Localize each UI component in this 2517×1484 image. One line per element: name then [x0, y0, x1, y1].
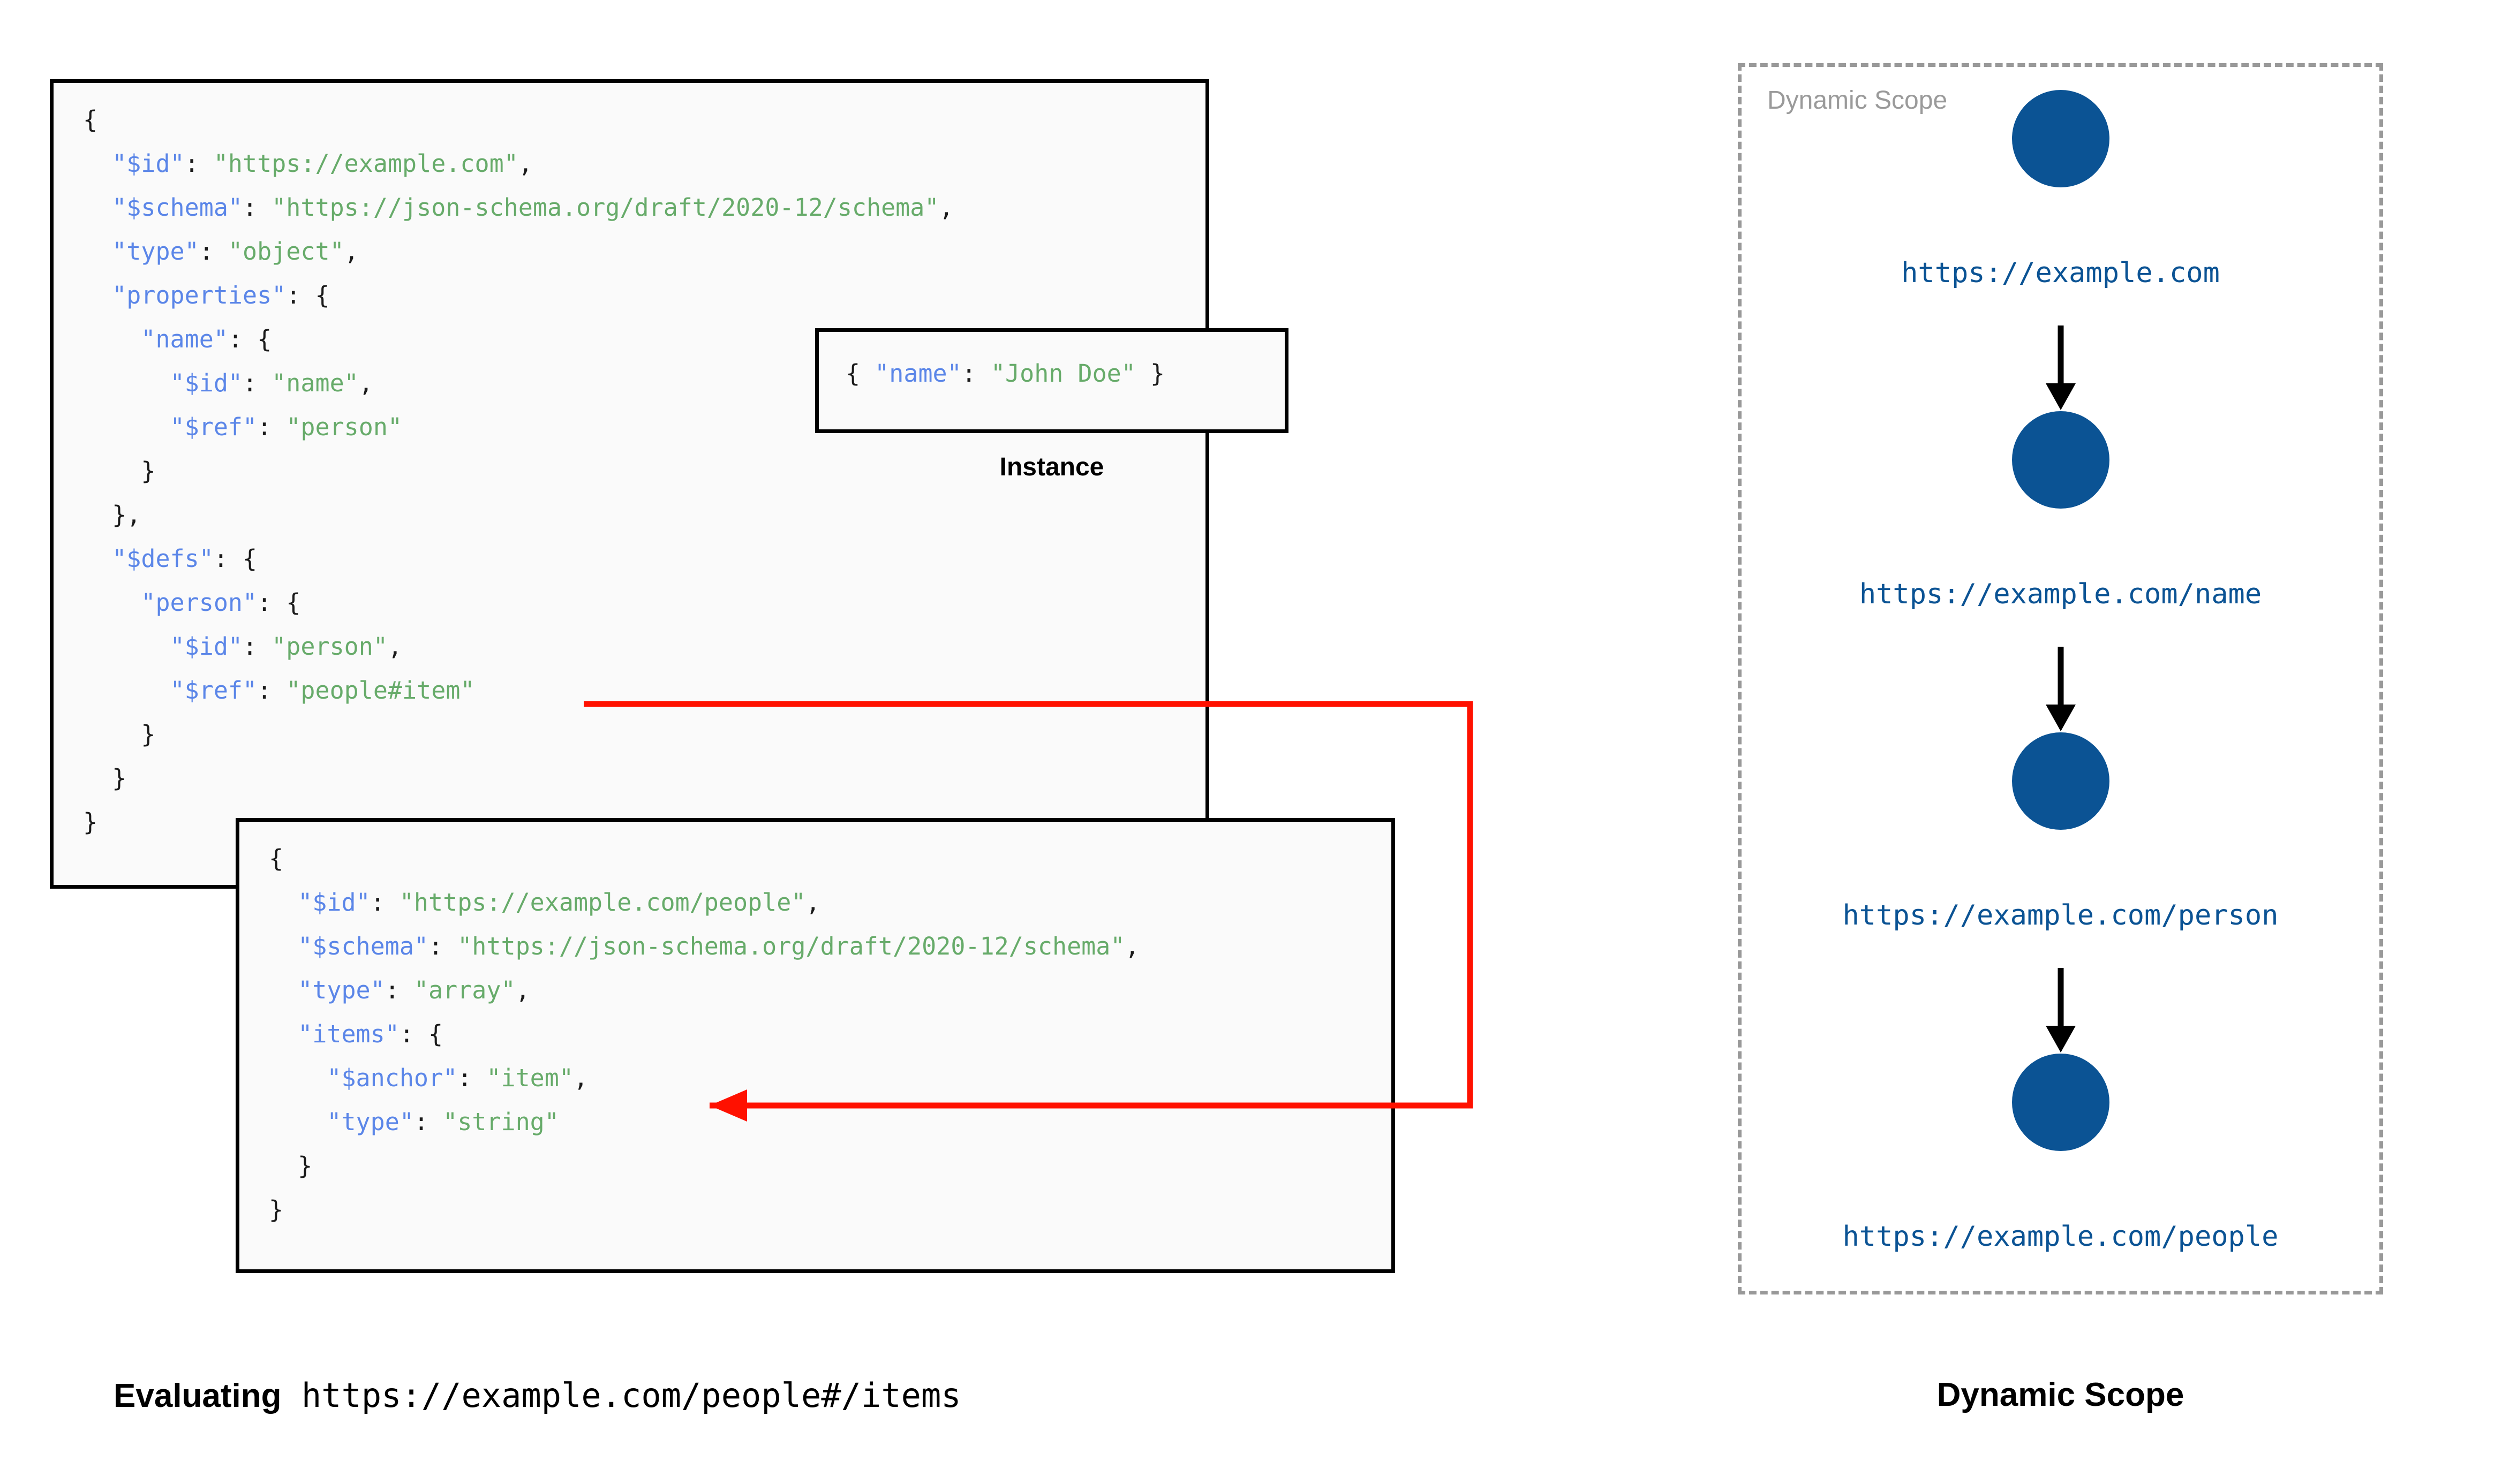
scope-node-circle-3 [2012, 732, 2109, 830]
root-schema-code: { "$id": "https://example.com", "$schema… [83, 105, 954, 836]
people-schema-box: { "$id": "https://example.com/people", "… [236, 818, 1395, 1273]
scope-node-circle-1 [2012, 90, 2109, 187]
evaluating-caption-bold: Evaluating [114, 1377, 282, 1414]
instance-code: { "name": "John Doe" } [846, 359, 1165, 388]
dynamic-scope-title: Dynamic Scope [1767, 86, 1948, 115]
people-schema-code: { "$id": "https://example.com/people", "… [269, 844, 1140, 1224]
instance-caption: Instance [999, 453, 1104, 481]
scope-node-label-1: https://example.com [1901, 257, 2220, 289]
scope-node-label-4: https://example.com/people [1842, 1221, 2279, 1253]
instance-box: { "name": "John Doe" } [815, 328, 1288, 433]
dynamic-scope-panel [1738, 63, 2383, 1294]
scope-node-label-3: https://example.com/person [1842, 899, 2279, 932]
scope-node-circle-4 [2012, 1054, 2109, 1151]
dynamic-scope-caption: Dynamic Scope [1936, 1376, 2184, 1413]
root-schema-box: { "$id": "https://example.com", "$schema… [50, 79, 1209, 889]
evaluating-caption: Evaluating https://example.com/people#/i… [114, 1376, 961, 1415]
evaluating-caption-uri: https://example.com/people#/items [281, 1376, 961, 1415]
scope-node-label-2: https://example.com/name [1859, 578, 2262, 610]
scope-node-circle-2 [2012, 411, 2109, 509]
